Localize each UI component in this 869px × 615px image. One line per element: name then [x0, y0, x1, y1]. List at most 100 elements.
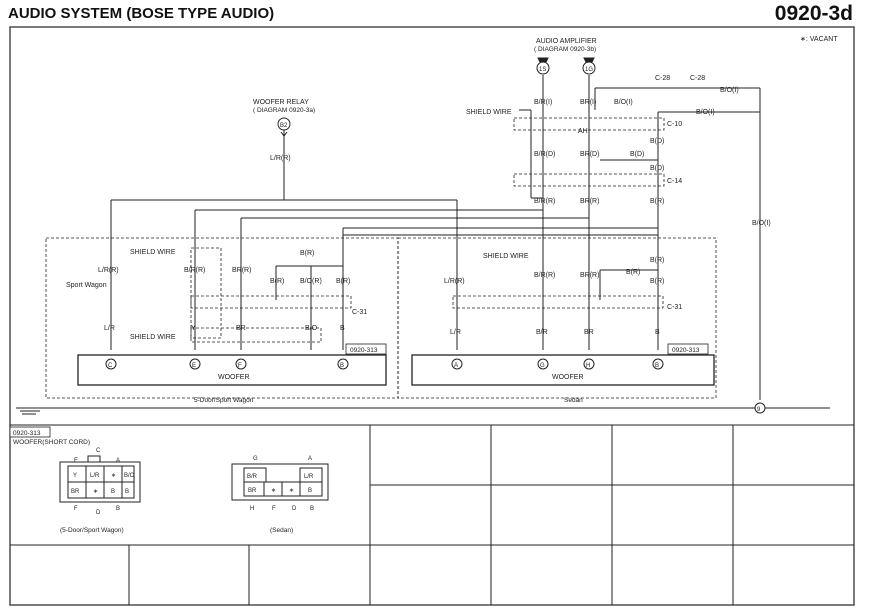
svg-text:L/R: L/R [90, 473, 100, 479]
svg-text:∗: ∗ [111, 473, 116, 479]
svg-text:E: E [192, 363, 196, 369]
svg-text:B/O(R): B/O(R) [300, 278, 322, 285]
svg-text:Sport Wagon: Sport Wagon [66, 282, 107, 289]
wire-labels: B/R(I) BR(I) B/O(I) B/O(I) B/O(I) B/O(I)… [66, 75, 771, 341]
svg-text:9: 9 [757, 407, 761, 413]
vacant-legend: ∗: VACANT [800, 36, 838, 43]
svg-text:B/R(R): B/R(R) [534, 272, 555, 279]
svg-text:BR(I): BR(I) [580, 99, 596, 106]
svg-text:F: F [272, 506, 276, 512]
svg-text:B(R): B(R) [270, 278, 284, 285]
relay-title: WOOFER RELAY [253, 99, 309, 106]
svg-text:BR(R): BR(R) [232, 267, 251, 274]
svg-text:B/R: B/R [536, 329, 548, 336]
svg-text:B(R): B(R) [650, 257, 664, 264]
amplifier-title: AUDIO AMPLIFIER [536, 38, 597, 45]
svg-text:C-14: C-14 [667, 178, 682, 185]
connector-5door: Y L/R ∗ B/O BR ∗ B B E C A F D B [59, 448, 141, 516]
svg-text:SHIELD WIRE: SHIELD WIRE [130, 334, 176, 341]
svg-text:BR: BR [236, 325, 246, 332]
svg-text:B: B [655, 329, 660, 336]
svg-text:BR(D): BR(D) [580, 151, 599, 158]
variant-frames [45, 117, 717, 399]
svg-text:B: B [655, 363, 659, 369]
svg-text:BR(R): BR(R) [580, 272, 599, 279]
svg-text:Sedan: Sedan [564, 397, 583, 404]
svg-text:0920-313: 0920-313 [672, 347, 700, 354]
svg-text:B: B [308, 488, 312, 494]
relay-ref: ( DIAGRAM 0920-3a) [253, 107, 315, 114]
diagram-code: 0920-3d [774, 2, 853, 25]
svg-text:L/R(R): L/R(R) [270, 155, 291, 162]
svg-text:(Sedan): (Sedan) [270, 527, 293, 534]
woofer-5door [77, 354, 387, 386]
svg-text:B: B [340, 363, 344, 369]
svg-text:A: A [454, 363, 458, 369]
svg-text:SHIELD WIRE: SHIELD WIRE [130, 249, 176, 256]
svg-text:B/O(I): B/O(I) [614, 99, 633, 106]
svg-text:B(R): B(R) [626, 269, 640, 276]
svg-text:B(D): B(D) [650, 165, 664, 172]
svg-text:Y: Y [73, 473, 77, 479]
svg-text:B(R): B(R) [336, 278, 350, 285]
diagram-frame [9, 26, 855, 606]
amp-term-1: 1S [539, 67, 546, 73]
svg-text:C-28: C-28 [655, 75, 670, 82]
svg-text:WOOFER(SHORT CORD): WOOFER(SHORT CORD) [13, 439, 90, 446]
svg-text:B: B [340, 325, 345, 332]
svg-text:L/R: L/R [104, 325, 115, 332]
svg-text:A: A [116, 458, 120, 464]
svg-text:G: G [253, 456, 258, 462]
svg-text:H: H [250, 506, 254, 512]
svg-text:B/O: B/O [124, 473, 135, 479]
page-title: AUDIO SYSTEM (BOSE TYPE AUDIO) [8, 5, 275, 22]
svg-text:5-Door/Sport Wagon: 5-Door/Sport Wagon [194, 397, 254, 404]
svg-text:∗: ∗ [271, 488, 276, 494]
svg-text:B(R): B(R) [300, 250, 314, 257]
svg-text:B2: B2 [280, 123, 288, 129]
svg-text:B/R: B/R [247, 474, 258, 480]
svg-text:B/R(I): B/R(I) [534, 99, 552, 106]
svg-text:B/O: B/O [305, 325, 318, 332]
svg-text:Y: Y [191, 325, 196, 332]
svg-text:WOOFER: WOOFER [218, 374, 250, 381]
svg-text:B(D): B(D) [630, 151, 644, 158]
amplifier-terminals: 1S 1G [536, 57, 596, 75]
svg-text:B: B [111, 489, 115, 495]
svg-text:SHIELD WIRE: SHIELD WIRE [483, 253, 529, 260]
svg-text:BR(R): BR(R) [580, 198, 599, 205]
svg-text:B: B [116, 506, 120, 512]
svg-text:B/O(I): B/O(I) [720, 87, 739, 94]
svg-text:C-31: C-31 [352, 309, 367, 316]
svg-text:L/R(R): L/R(R) [98, 267, 119, 274]
svg-text:B(D): B(D) [650, 138, 664, 145]
svg-text:0920-313: 0920-313 [350, 347, 378, 354]
svg-text:C-31: C-31 [667, 304, 682, 311]
svg-text:G: G [540, 363, 545, 369]
svg-text:D: D [292, 506, 297, 512]
svg-text:B(R): B(R) [650, 198, 664, 205]
svg-text:WOOFER: WOOFER [552, 374, 584, 381]
svg-text:L/R: L/R [304, 474, 314, 480]
svg-text:B/R(R): B/R(R) [534, 198, 555, 205]
svg-text:A: A [308, 456, 312, 462]
svg-text:∗: ∗ [289, 488, 294, 494]
svg-text:D: D [96, 510, 101, 516]
svg-text:(5-Door/Sport Wagon): (5-Door/Sport Wagon) [60, 527, 124, 534]
connector-sedan: B/R L/R BR ∗ ∗ B G A H F D B [231, 456, 329, 512]
bottom-grid [10, 424, 854, 605]
svg-text:AH: AH [578, 128, 588, 135]
wire-network [16, 75, 830, 415]
svg-text:BR: BR [71, 489, 80, 495]
svg-text:BR: BR [584, 329, 594, 336]
svg-text:BR: BR [248, 488, 257, 494]
svg-text:C: C [108, 363, 113, 369]
amp-term-2: 1G [585, 67, 593, 73]
svg-text:B(R): B(R) [650, 278, 664, 285]
svg-text:C-10: C-10 [667, 121, 682, 128]
svg-text:B: B [310, 506, 314, 512]
svg-text:B/R(D): B/R(D) [534, 151, 555, 158]
svg-text:C-28: C-28 [690, 75, 705, 82]
svg-text:0920-313: 0920-313 [13, 430, 41, 437]
